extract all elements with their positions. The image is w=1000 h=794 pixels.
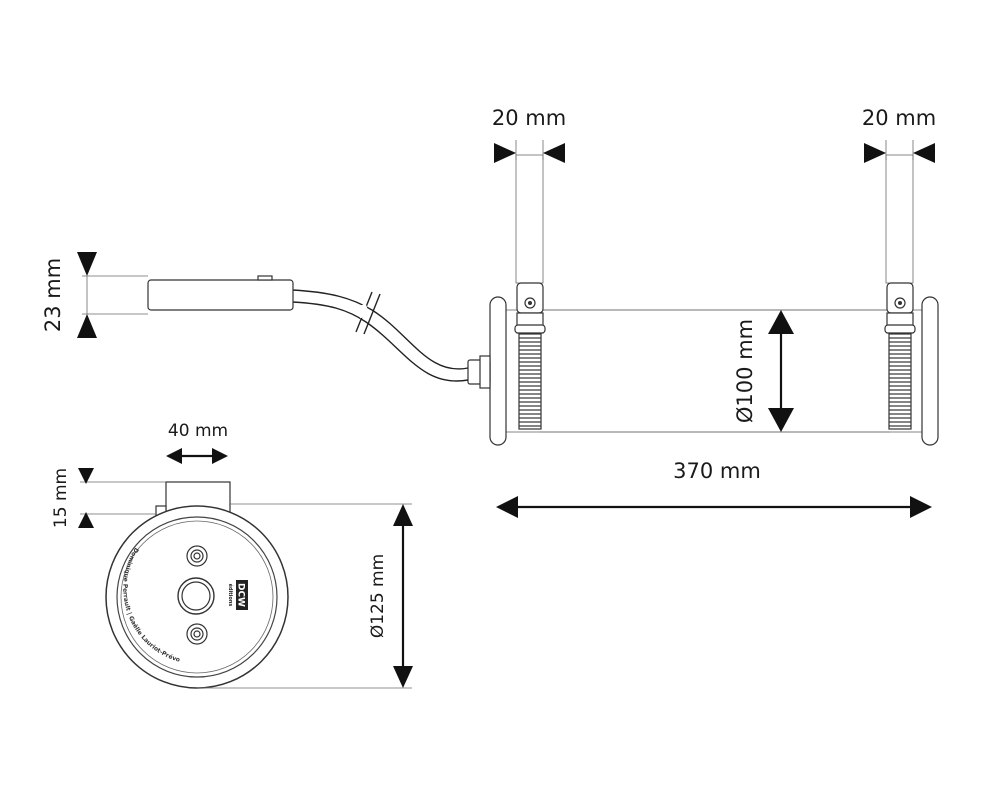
- dim-tube-diameter: Ø100 mm: [733, 310, 794, 432]
- label-mount-height: 15 mm: [51, 468, 71, 528]
- screw-top: [186, 545, 208, 567]
- bracket-rod-right: [885, 154, 914, 284]
- label-mount-width: 40 mm: [168, 421, 228, 441]
- clamp-left: [514, 282, 546, 430]
- label-driver-height: 23 mm: [41, 258, 65, 332]
- tube-body: [499, 309, 937, 433]
- logo-subtext: éditions: [227, 584, 234, 607]
- end-view: DCW éditions Dominique Perrault | Gaëlle…: [0, 0, 289, 689]
- cable: [291, 289, 469, 382]
- dim-mount-height: 15 mm: [51, 468, 166, 528]
- label-tube-diameter: Ø100 mm: [733, 319, 757, 423]
- dim-driver-height: 23 mm: [41, 252, 148, 338]
- dim-mount-width: 40 mm: [166, 421, 228, 464]
- screw-bottom: [186, 623, 208, 645]
- end-cap-left: [489, 296, 507, 446]
- logo-text: DCW: [236, 583, 246, 607]
- label-end-diameter: Ø125 mm: [368, 554, 388, 638]
- dim-bracket-right: 20 mm: [862, 106, 936, 163]
- end-cap-right: [921, 296, 939, 446]
- dim-tube-length: 370 mm: [496, 459, 932, 518]
- label-bracket-left-width: 20 mm: [492, 106, 566, 130]
- dcw-logo: DCW éditions: [227, 580, 248, 610]
- center-knob: [177, 577, 215, 615]
- side-view: [147, 154, 939, 446]
- dim-bracket-left: 20 mm: [492, 106, 566, 163]
- bracket-rod-left: [515, 154, 544, 284]
- label-bracket-right-width: 20 mm: [862, 106, 936, 130]
- dim-end-diameter: Ø125 mm: [197, 503, 413, 689]
- driver-box: [147, 275, 294, 311]
- clamp-right: [884, 282, 916, 430]
- label-tube-length: 370 mm: [673, 459, 761, 483]
